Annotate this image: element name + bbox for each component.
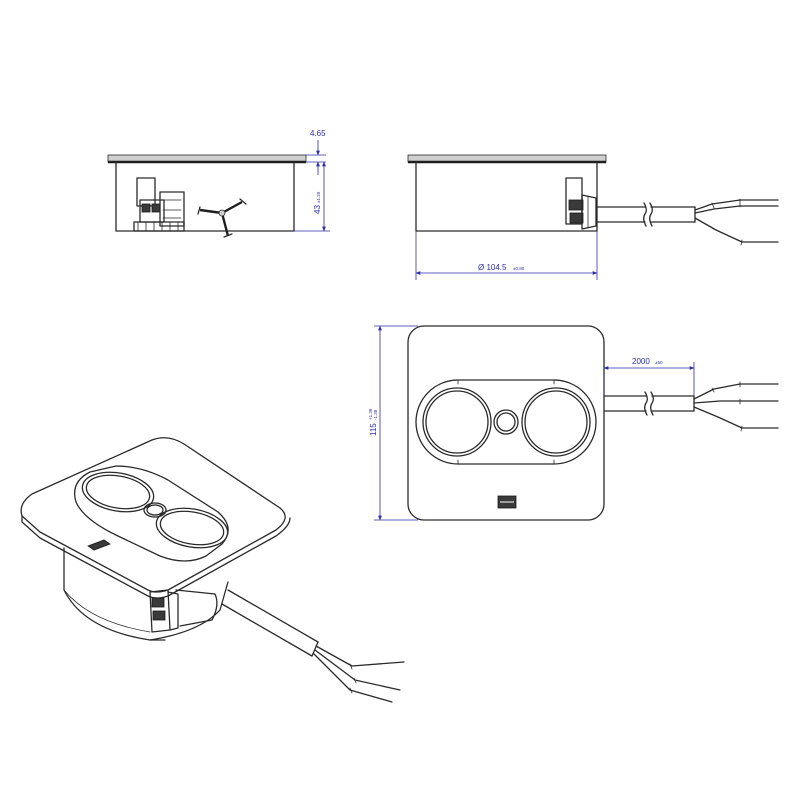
dim-width-tolerance-lower: -1.38 <box>373 409 378 420</box>
dim-height-label: 43 <box>313 205 322 214</box>
dim-top-thickness: 4.65 <box>306 129 326 175</box>
iso-socket-left <box>81 471 155 513</box>
logo-mark <box>497 495 517 509</box>
dim-diameter-tolerance: ±0.80 <box>513 266 525 271</box>
cable-side <box>596 198 779 246</box>
terminal-block <box>133 177 185 232</box>
cable-gland <box>565 177 597 230</box>
iso-cable-gland <box>149 589 218 633</box>
front-view: 2000 ±50 115 +1.38 -1.38 <box>368 325 779 521</box>
side-view-right: Ø 104.5 ±0.80 <box>407 154 779 280</box>
isometric-view <box>20 437 405 703</box>
wire-clamp <box>197 198 247 238</box>
dim-diameter-label: Ø 104.5 <box>478 263 507 272</box>
dim-cable-length: 2000 ±50 <box>603 357 695 396</box>
iso-socket-outline <box>73 465 229 562</box>
iso-logo-mark <box>87 539 111 551</box>
dim-cable-length-label: 2000 <box>632 357 650 366</box>
socket-outline <box>415 379 597 465</box>
dim-height: 43 ±1.20 <box>294 161 330 232</box>
cable-front <box>603 381 779 432</box>
dim-top-thickness-label: 4.65 <box>310 129 326 138</box>
dim-width-label: 115 <box>369 423 378 436</box>
socket-right <box>521 387 591 457</box>
iso-cable <box>221 589 405 703</box>
socket-left <box>422 387 492 457</box>
iso-socket-right <box>155 507 229 549</box>
dim-cable-length-tolerance: ±50 <box>655 360 663 365</box>
side-view-left: 4.65 43 ±1.20 <box>107 129 330 238</box>
dim-height-tolerance: ±1.20 <box>316 191 321 203</box>
center-indicator <box>493 409 519 435</box>
iso-center-indicator <box>143 502 167 518</box>
dim-diameter: Ø 104.5 ±0.80 <box>415 231 598 280</box>
dim-width-tolerance-upper: +1.38 <box>368 408 373 420</box>
dim-width: 115 +1.38 -1.38 <box>368 325 418 521</box>
